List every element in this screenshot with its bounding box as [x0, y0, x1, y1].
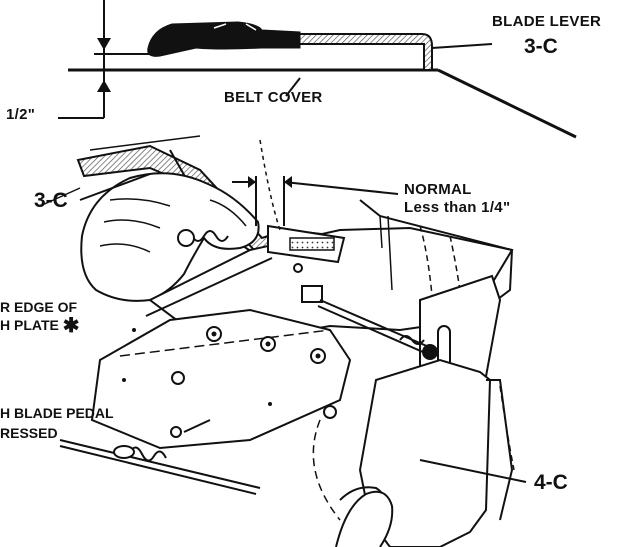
plate-edge-label-line1: R EDGE OF	[0, 299, 78, 315]
asterisk-icon: ✱	[62, 315, 80, 337]
belt-cover-leader	[285, 77, 301, 97]
blade-lever-ref-label: 3-C	[524, 35, 558, 58]
lever-ref-callout: 3-C	[34, 189, 68, 212]
pedal-rod	[59, 439, 261, 495]
linkage-rod	[317, 299, 438, 360]
blade-lever-label: BLADE LEVER	[492, 13, 602, 30]
belt-cover-slope	[437, 68, 577, 139]
hand-outline	[80, 172, 260, 302]
normal-title-label: NORMAL	[404, 181, 472, 198]
normal-note-label: Less than 1/4"	[404, 199, 511, 216]
inset-detail	[58, 0, 577, 139]
pedal-label-line1: H BLADE PEDAL	[0, 405, 114, 421]
height-dimension-label: 1/2"	[6, 106, 36, 123]
clutch-plate	[90, 308, 352, 450]
part-4c-label: 4-C	[534, 471, 568, 494]
plate-edge-label-line2: H PLATE ✱	[0, 316, 80, 336]
leader-pedal	[183, 419, 211, 433]
leader-4c	[419, 459, 527, 483]
mower-deck-illustration	[39, 135, 515, 547]
pedal-label-line2: RESSED	[0, 425, 58, 441]
blade-lever-rod	[261, 33, 433, 71]
blade-lever-leader	[431, 43, 493, 49]
plate-edge-text: H PLATE	[0, 317, 59, 333]
blade-lever-grip	[147, 21, 301, 57]
leader-3c	[79, 173, 151, 201]
leader-plate-edge	[145, 257, 273, 317]
lever-spring	[177, 229, 229, 247]
belt-cover-label: BELT COVER	[224, 89, 323, 106]
